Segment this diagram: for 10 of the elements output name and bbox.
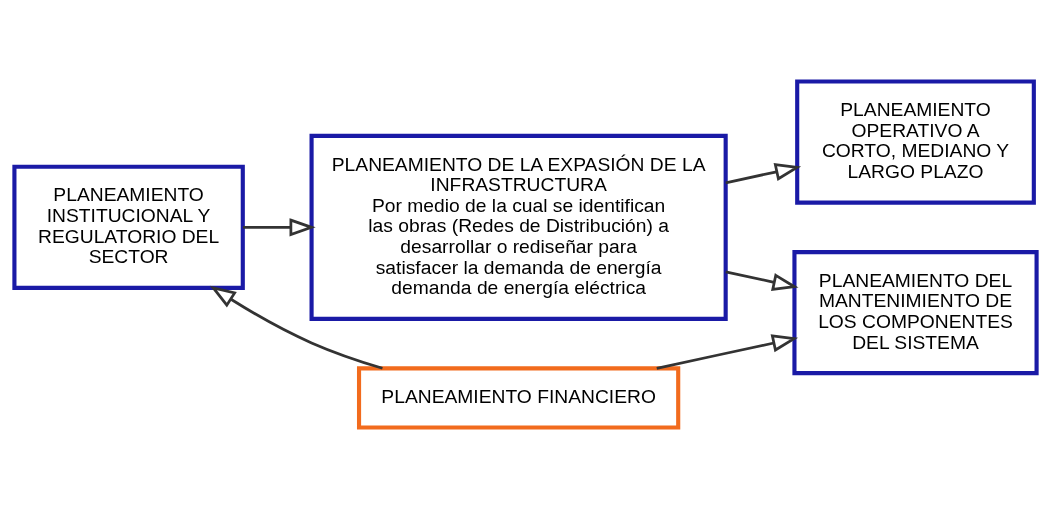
arrow — [243, 218, 316, 237]
node-box: PLANEAMIENTO DE LA EXPASIÓN DE LA INFRASTRUCTURA Por medio de la cual se identifican las obras (Redes de Distribución) a desarrollar o rediseñar para satisfacer la demanda de energía demanda de energía eléctrica — [309, 133, 728, 321]
node-box: PLANEAMIENTO OPERATIVO A CORTO, MEDIANO Y LARGO PLAZO — [795, 79, 1036, 205]
node-box: PLANEAMIENTO INSTITUCIONAL Y REGULATORIO DEL SECTOR — [12, 164, 245, 290]
arrow — [725, 270, 799, 292]
node-box: PLANEAMIENTO DEL MANTENIMIENTO DE LOS COMPONENTES DEL SISTEMA — [792, 250, 1039, 376]
arrow — [656, 334, 799, 370]
arrow — [725, 163, 802, 185]
node-box: PLANEAMIENTO FINANCIERO — [356, 366, 681, 430]
arrow — [209, 285, 383, 370]
